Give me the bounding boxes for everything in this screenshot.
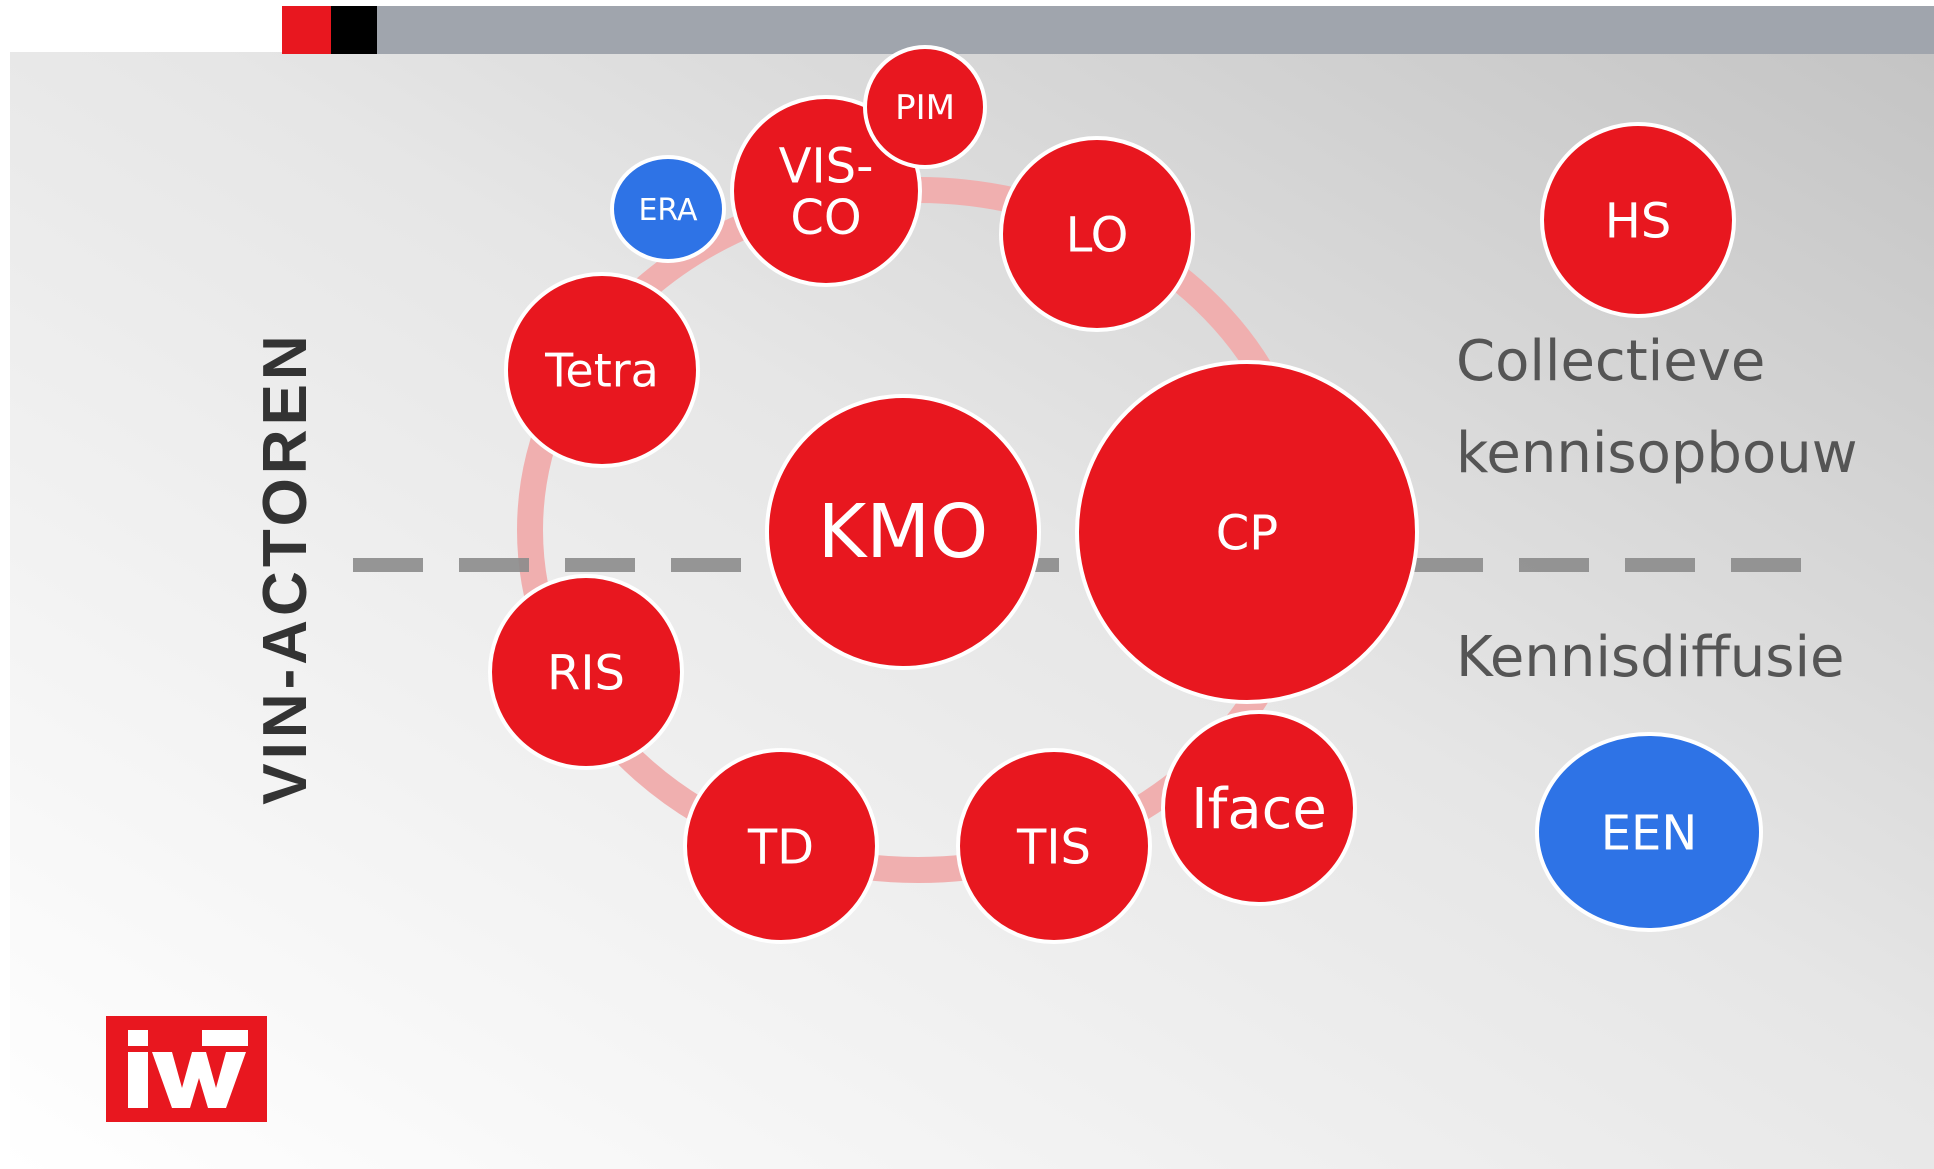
actor-node-circle xyxy=(1535,732,1763,932)
collective-label-line-2: kennisopbouw xyxy=(1456,421,1858,486)
actor-node-label: RIS xyxy=(547,645,625,701)
actor-node-label-line: PIM xyxy=(895,88,955,128)
actor-node-label-line: ERA xyxy=(638,193,698,228)
actor-node-ris: RIS xyxy=(488,574,684,770)
header-bar xyxy=(282,6,1934,54)
actor-node-circle xyxy=(504,272,700,468)
actor-node-label: LO xyxy=(1066,207,1129,263)
actor-node-circle xyxy=(956,748,1152,944)
actor-node-pim: PIM xyxy=(863,45,987,169)
actor-node-hs: HS xyxy=(1540,122,1736,318)
center-node-label: KMO xyxy=(818,489,989,575)
header-grey-bar xyxy=(377,6,1934,54)
collective-label-line-1: Collectieve xyxy=(1456,329,1765,394)
actor-node-circle xyxy=(863,45,987,169)
actor-node-circle xyxy=(1540,122,1736,318)
header-black-block xyxy=(331,6,377,54)
actor-node-label: TIS xyxy=(1016,819,1091,875)
actor-node-iface: Iface xyxy=(1161,710,1357,906)
actor-node-label: Tetra xyxy=(544,344,659,398)
actor-node-circle xyxy=(999,136,1195,332)
actor-node-label-line: TIS xyxy=(1016,819,1091,875)
collective-label: Collectieve kennisopbouw xyxy=(1456,329,1858,486)
actor-node-circle xyxy=(610,155,726,263)
actor-node-een: EEN xyxy=(1535,732,1763,932)
actor-node-label-line: RIS xyxy=(547,645,625,701)
actor-node-visco: VIS-CO xyxy=(730,95,922,287)
actor-node-label: CP xyxy=(1216,505,1278,561)
actor-node-label: ERA xyxy=(638,193,698,228)
actor-node-label-line: Iface xyxy=(1191,777,1327,842)
actor-node-lo: LO xyxy=(999,136,1195,332)
actor-node-label-line: HS xyxy=(1605,193,1672,249)
diffusion-label: Kennisdiffusie xyxy=(1456,625,1844,690)
actor-node-label-line: CO xyxy=(790,190,861,246)
actor-node-cp: CP xyxy=(1075,360,1419,704)
vertical-title: VIN-ACTOREN xyxy=(251,331,320,804)
actor-node-label: EEN xyxy=(1601,805,1698,861)
actor-node-label: VIS-CO xyxy=(779,138,874,246)
actor-node-label: Iface xyxy=(1191,777,1327,842)
header-red-block xyxy=(282,6,331,54)
actor-node-circle xyxy=(1075,360,1419,704)
center-node-circle xyxy=(765,394,1041,670)
actor-node-label: HS xyxy=(1605,193,1672,249)
actor-node-label-line: CP xyxy=(1216,505,1278,561)
actor-node-label-line: TD xyxy=(747,819,814,875)
actor-node-label-line: VIS- xyxy=(779,138,874,194)
actor-node-label-line: Tetra xyxy=(544,344,659,398)
actor-node-label: TD xyxy=(747,819,814,875)
actor-node-tis: TIS xyxy=(956,748,1152,944)
center-node-kmo: KMO xyxy=(765,394,1041,670)
actor-node-circle xyxy=(488,574,684,770)
iwt-logo xyxy=(106,1016,267,1122)
actor-node-era: ERA xyxy=(610,155,726,263)
actor-node-td: TD xyxy=(683,748,879,944)
actor-node-tetra: Tetra xyxy=(504,272,700,468)
actor-node-label-line: EEN xyxy=(1601,805,1698,861)
actor-node-circle xyxy=(1161,710,1357,906)
actor-node-label-line: LO xyxy=(1066,207,1129,263)
logo-letters xyxy=(128,1030,248,1108)
actor-node-circle xyxy=(730,95,922,287)
actor-node-circle xyxy=(683,748,879,944)
actor-node-label: PIM xyxy=(895,88,955,128)
